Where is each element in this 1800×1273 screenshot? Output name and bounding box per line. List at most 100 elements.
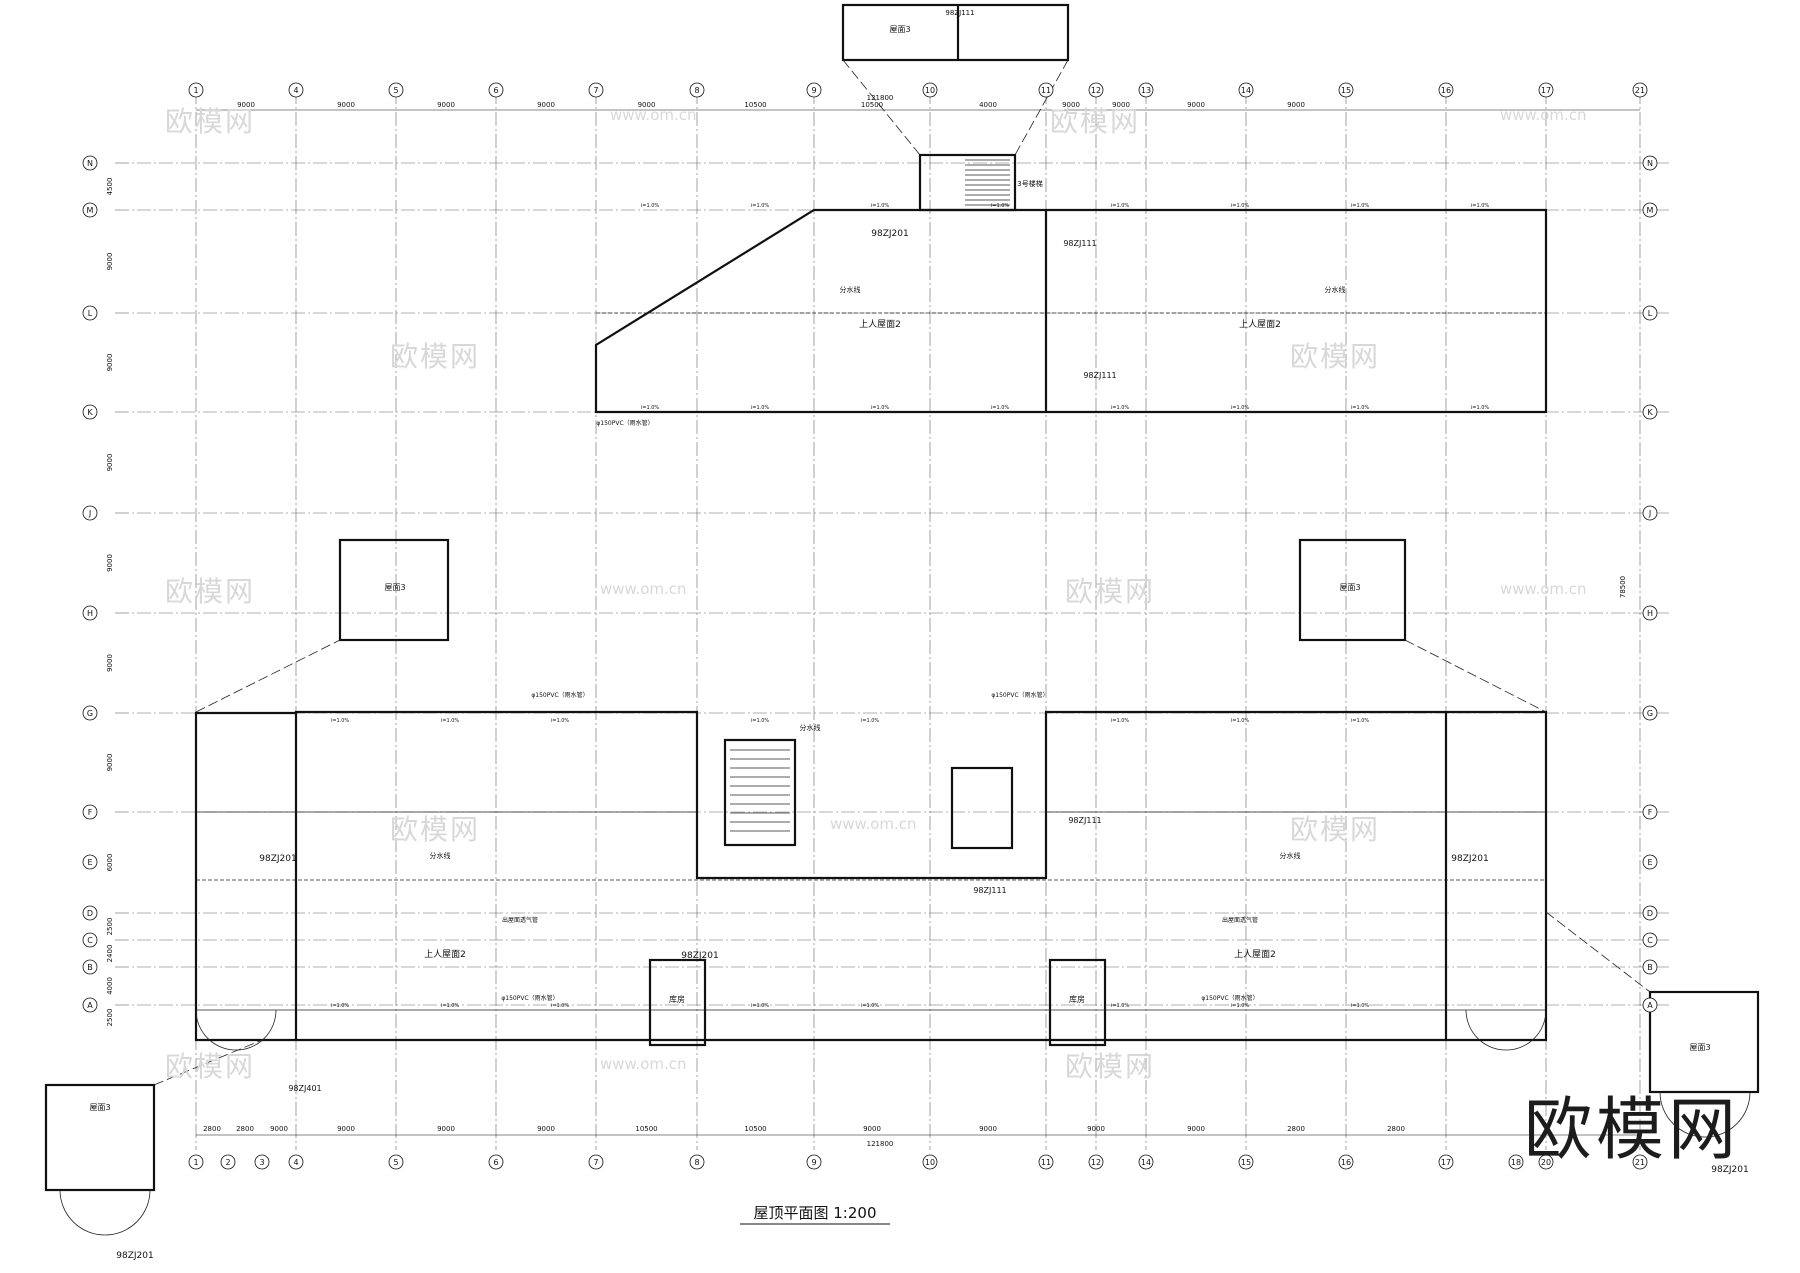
slope-mark-north-top: i=1.0% <box>1471 203 1490 209</box>
slope-mark-north: i=1.0% <box>1351 405 1370 411</box>
axis-bubble-bottom <box>288 1154 304 1170</box>
axis-label-row: C <box>1647 936 1653 945</box>
axis-label-row: B <box>1647 963 1653 972</box>
axis-label-row: K <box>1647 408 1653 417</box>
dim-text-left: 4500 <box>106 178 114 196</box>
axis-label-top: 5 <box>393 86 398 95</box>
axis-label-top: 4 <box>293 86 298 95</box>
slope-mark-south-top: i=1.0% <box>441 718 460 724</box>
axis-label-bottom: 20 <box>1541 1158 1551 1167</box>
detail-arc-left <box>59 1189 151 1236</box>
dim-text-left: 9000 <box>106 654 114 672</box>
axis-label-row: B <box>87 963 93 972</box>
dim-text-left: 9000 <box>106 354 114 372</box>
dim-overall-bottom: 121800 <box>867 1140 894 1148</box>
dim-text-top: 9000 <box>1187 101 1205 109</box>
slope-mark-north-top: i=1.0% <box>1351 203 1370 209</box>
axis-bubble-bottom <box>254 1154 270 1170</box>
axis-label-bottom: 9 <box>811 1158 816 1167</box>
slope-mark-north: i=1.0% <box>1231 405 1250 411</box>
axis-bubble-top <box>1338 82 1354 98</box>
axis-bubble-row <box>82 997 98 1013</box>
dim-overall: 121800 <box>867 94 894 102</box>
axis-bubble-row <box>1642 505 1658 521</box>
axis-bubble-top <box>188 82 204 98</box>
axis-label-row: M <box>87 206 94 215</box>
axis-bubble-bottom <box>388 1154 404 1170</box>
axis-label-top: 8 <box>694 86 699 95</box>
dim-text-bottom: 2800 <box>203 1125 221 1133</box>
bottom-right-detail-box <box>1648 990 1760 1094</box>
axis-label-row: F <box>88 808 93 817</box>
slope-mark-south: i=1.0% <box>751 1003 770 1009</box>
axis-label-bottom: 15 <box>1241 1158 1251 1167</box>
axis-label-row: M <box>1647 206 1654 215</box>
axis-label-bottom: 10 <box>925 1158 935 1167</box>
axis-label-row: E <box>1647 858 1652 867</box>
axis-bubble-bottom <box>1088 1154 1104 1170</box>
dim-text-bottom: 9000 <box>863 1125 881 1133</box>
axis-bubble-top <box>1238 82 1254 98</box>
ref-note-7: 98ZJ111 <box>1083 371 1116 380</box>
pvc-note-5: φ150PVC（雨水管） <box>1201 994 1258 1002</box>
axis-label-bottom: 2 <box>225 1158 230 1167</box>
axis-label-bottom: 18 <box>1511 1158 1521 1167</box>
axis-bubble-row <box>82 605 98 621</box>
divide-line-2: 分水线 <box>1325 285 1346 294</box>
axis-bubble-row <box>82 155 98 171</box>
slope-mark-south: i=1.0% <box>551 1003 570 1009</box>
stair-arc-right <box>1465 1009 1547 1051</box>
pvc-note-1: φ150PVC（雨水管） <box>596 419 653 427</box>
axis-bubble-row <box>82 705 98 721</box>
slope-mark-south-top: i=1.0% <box>331 718 350 724</box>
dim-text-top: 9000 <box>1112 101 1130 109</box>
leader-right-1 <box>1404 639 1547 713</box>
dim-text-bottom: 9000 <box>1187 1125 1205 1133</box>
stair-roof-label-4: 屋面3 <box>89 1103 110 1112</box>
axis-label-row: L <box>88 309 93 318</box>
dim-text-left: 2400 <box>106 945 114 963</box>
axis-bubble-row <box>1642 854 1658 870</box>
axis-bubble-row <box>1642 404 1658 420</box>
slope-mark-north-top: i=1.0% <box>1231 203 1250 209</box>
logo-watermark: 欧模网 <box>1523 1091 1740 1170</box>
slope-mark-north: i=1.0% <box>1111 405 1130 411</box>
dim-text-bottom: 2800 <box>1287 1125 1305 1133</box>
stair-roof-label-1: 屋面3 <box>384 583 405 592</box>
axis-label-top: 1 <box>193 86 198 95</box>
dim-text-top: 4000 <box>979 101 997 109</box>
roof-label-south-2: 上人屋面2 <box>1234 949 1276 960</box>
slope-mark-north: i=1.0% <box>1471 405 1490 411</box>
slope-mark-north-top: i=1.0% <box>641 203 660 209</box>
detail-arc-right <box>1659 1091 1751 1138</box>
slope-mark-south: i=1.0% <box>1231 1003 1250 1009</box>
slope-mark-south: i=1.0% <box>331 1003 350 1009</box>
axis-bubble-top <box>1088 82 1104 98</box>
axis-bubble-bottom <box>1508 1154 1524 1170</box>
divide-line-5: 分水线 <box>800 723 821 732</box>
divide-line-1: 分水线 <box>840 285 861 294</box>
dim-text-bottom: 9000 <box>537 1125 555 1133</box>
storage-label-2: 库房 <box>1069 994 1085 1004</box>
axis-bubble-bottom <box>1238 1154 1254 1170</box>
ref-note-12: 98ZJ401 <box>288 1084 321 1093</box>
ref-note-5: 98ZJ201 <box>116 1251 153 1261</box>
pvc-note-4: φ150PVC（雨水管） <box>501 994 558 1002</box>
axis-label-top: 21 <box>1635 86 1645 95</box>
axis-label-row: J <box>1648 509 1651 518</box>
axis-bubble-bottom <box>188 1154 204 1170</box>
leader-bottom-left <box>153 1039 263 1086</box>
axis-label-top: 9 <box>811 86 816 95</box>
left-center-stair-roof <box>723 738 797 847</box>
slope-mark-south-top: i=1.0% <box>1231 718 1250 724</box>
dim-text-bottom: 9000 <box>437 1125 455 1133</box>
slope-mark-north-top: i=1.0% <box>991 203 1010 209</box>
ref-note-8: 98ZJ111 <box>1068 816 1101 825</box>
slope-mark-north: i=1.0% <box>871 405 890 411</box>
dim-total-height: 78500 <box>1619 576 1627 598</box>
vent-note-2: 出屋面透气管 <box>502 916 538 924</box>
axis-label-row: D <box>1647 909 1653 918</box>
stair-3-label: 3号楼梯 <box>1017 179 1042 188</box>
